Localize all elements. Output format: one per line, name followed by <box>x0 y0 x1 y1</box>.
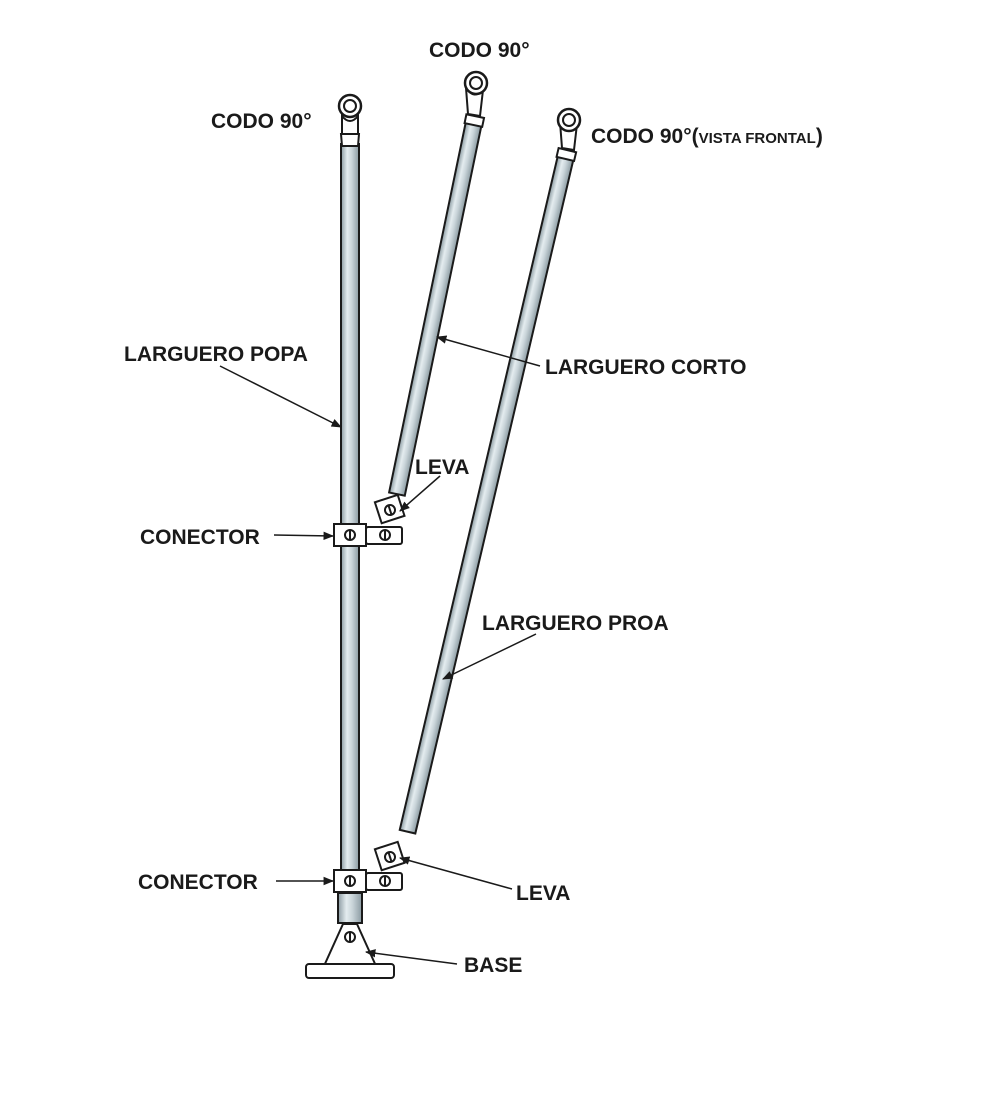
label-codo-proa-paren-open: ( <box>691 125 699 148</box>
label-codo-proa-note: VISTA FRONTAL <box>698 130 816 147</box>
leader-lines <box>219 335 541 965</box>
leader-leva-top <box>399 475 441 512</box>
label-codo-popa: CODO 90° <box>211 110 312 133</box>
label-larguero-popa: LARGUERO POPA <box>124 343 308 366</box>
label-conector-top: CONECTOR <box>140 526 260 549</box>
larguero-popa <box>340 143 360 891</box>
label-conector-bottom: CONECTOR <box>138 871 258 894</box>
label-leva-top: LEVA <box>415 456 470 479</box>
leva-bottom-part <box>373 840 406 872</box>
label-larguero-corto: LARGUERO CORTO <box>545 356 747 379</box>
label-codo-proa: CODO 90°(VISTA FRONTAL) <box>591 126 823 147</box>
leader-base <box>364 949 458 965</box>
leader-larguero-popa <box>219 365 342 428</box>
leader-conector-top <box>273 531 335 541</box>
codo-corto-fitting <box>463 70 489 118</box>
base-part <box>305 892 395 979</box>
larguero-proa <box>398 146 578 835</box>
label-leva-bottom: LEVA <box>516 882 571 905</box>
codo-popa-fitting <box>337 93 363 147</box>
label-base: BASE <box>464 954 523 977</box>
leader-larguero-corto <box>435 335 541 367</box>
leader-leva-bottom <box>398 856 513 890</box>
codo-proa-fitting <box>556 107 582 152</box>
label-codo-proa-paren-close: ) <box>815 125 823 148</box>
conector-bottom-part <box>333 869 403 893</box>
label-codo-corto: CODO 90° <box>429 39 530 62</box>
larguero-corto <box>387 113 486 497</box>
label-larguero-proa: LARGUERO PROA <box>482 612 669 635</box>
leader-larguero-proa <box>442 633 537 680</box>
label-codo-proa-main: CODO 90° <box>591 125 692 148</box>
conector-top-part <box>333 523 403 547</box>
leva-top-part <box>373 493 406 525</box>
